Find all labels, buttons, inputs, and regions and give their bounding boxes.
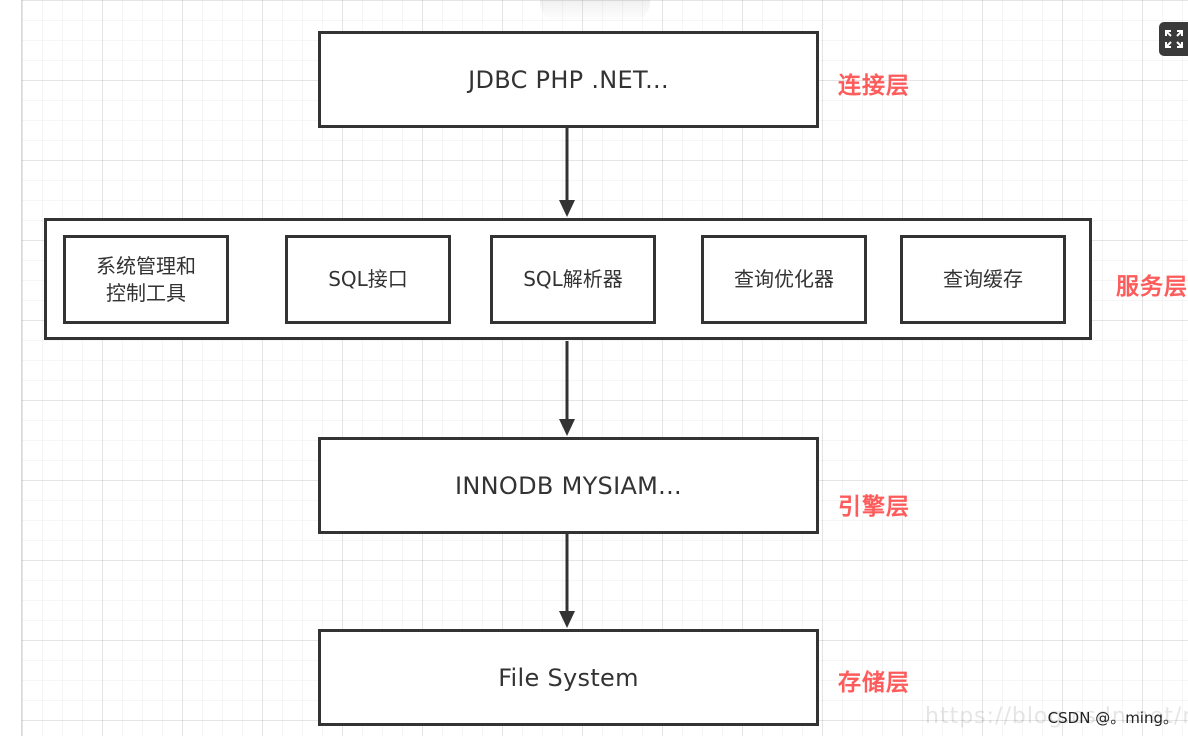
storage-layer-box: File System <box>318 629 819 726</box>
engine-layer-box: INNODB MYSIAM... <box>318 437 819 534</box>
service-item-label: 查询缓存 <box>943 267 1023 291</box>
storage-layer-text: File System <box>498 663 639 692</box>
service-item-query-optimizer: 查询优化器 <box>701 235 867 324</box>
service-layer-label: 服务层 <box>1116 274 1188 300</box>
service-item-management-tools: 系统管理和 控制工具 <box>63 235 229 324</box>
service-item-sql-parser: SQL解析器 <box>490 235 656 324</box>
connection-layer-text: JDBC PHP .NET... <box>468 65 669 94</box>
faint-url-watermark: https://blog.csdn.net/ming <box>925 704 1188 729</box>
fullscreen-expand-icon <box>1164 30 1183 48</box>
service-item-label: 查询优化器 <box>734 267 834 291</box>
storage-layer-label: 存储层 <box>838 670 910 696</box>
connection-layer-label: 连接层 <box>838 73 910 99</box>
csdn-watermark: CSDN @。ming。 <box>1047 709 1178 727</box>
service-item-label: SQL接口 <box>328 267 408 291</box>
connection-layer-box: JDBC PHP .NET... <box>318 31 819 128</box>
top-shadow <box>540 0 650 22</box>
service-item-query-cache: 查询缓存 <box>900 235 1066 324</box>
engine-layer-label: 引擎层 <box>838 494 910 520</box>
arrow-service-to-engine <box>559 341 575 436</box>
service-item-sql-interface: SQL接口 <box>285 235 451 324</box>
service-item-line2: 控制工具 <box>106 280 186 305</box>
arrow-engine-to-storage <box>559 533 575 628</box>
service-item-label: SQL解析器 <box>523 267 623 291</box>
service-item-line1: 系统管理和 <box>96 253 196 278</box>
fullscreen-button[interactable] <box>1159 22 1188 56</box>
engine-layer-text: INNODB MYSIAM... <box>455 471 682 500</box>
arrow-connection-to-service <box>559 128 575 217</box>
canvas-left-border <box>21 0 22 736</box>
